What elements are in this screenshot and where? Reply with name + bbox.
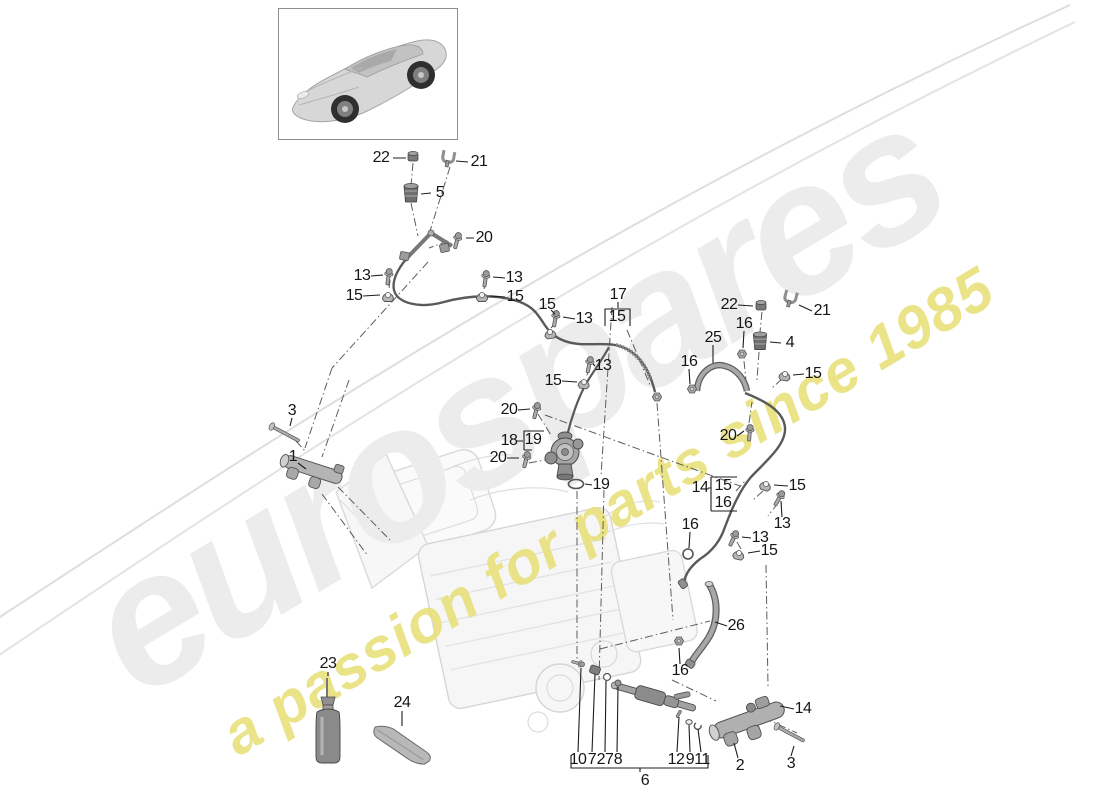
callout-13-d: 13 (594, 357, 612, 374)
callout-1: 1 (288, 448, 298, 465)
callout-13-e: 13 (773, 515, 791, 532)
bracket-14-15-16 (710, 476, 737, 512)
callout-25: 25 (704, 329, 722, 346)
fuel-pipe-26 (684, 581, 720, 669)
vehicle-thumbnail-box (278, 8, 458, 140)
callout-21-b: 21 (813, 302, 831, 319)
construction-lines (295, 162, 798, 734)
swoosh-ribbon (0, 4, 1076, 656)
callout-6: 6 (640, 772, 650, 789)
callout-15-f: 15 (804, 365, 822, 382)
callout-19-b: 19 (592, 476, 610, 493)
callout-11: 11 (694, 751, 710, 768)
callout-15-a: 15 (345, 287, 363, 304)
engine-sketch (335, 449, 698, 733)
callout-3-b: 3 (786, 755, 796, 772)
callout-24: 24 (393, 694, 411, 711)
bracket-group-6 (570, 755, 709, 772)
callout-20-a: 20 (475, 229, 493, 246)
sealant-bottle (315, 678, 341, 764)
callout-15-g: 15 (714, 477, 732, 494)
callout-15-e: 15 (544, 372, 562, 389)
bracket-18-19 (523, 430, 544, 451)
bracket-17-15 (604, 308, 631, 326)
callout-15-d: 15 (608, 308, 626, 325)
callout-12: 12 (667, 751, 685, 768)
leader-lines (289, 157, 813, 759)
callout-16-a: 16 (735, 315, 753, 332)
callout-13-f: 13 (751, 529, 769, 546)
callout-8: 8 (613, 751, 623, 768)
callout-15-i: 15 (760, 542, 778, 559)
o-ring-19 (567, 478, 585, 490)
callout-18: 18 (500, 432, 518, 449)
fuel-line-left (392, 229, 657, 437)
fuel-rail-right (708, 695, 785, 747)
callout-16-d: 16 (681, 516, 699, 533)
callout-26: 26 (727, 617, 745, 634)
callout-20-d: 20 (719, 427, 737, 444)
callout-3-a: 3 (287, 402, 297, 419)
fuel-pipe-25 (693, 361, 751, 392)
high-pressure-pump (544, 431, 584, 481)
callout-9: 9 (685, 751, 695, 768)
callout-27: 27 (596, 751, 614, 768)
callout-4: 4 (785, 334, 795, 351)
callout-7: 7 (587, 751, 597, 768)
callout-17: 17 (609, 286, 627, 303)
ring-16c (682, 548, 694, 560)
callout-15-h: 15 (788, 477, 806, 494)
callout-22-b: 22 (720, 296, 738, 313)
callout-20-c: 20 (489, 449, 507, 466)
callout-13-a: 13 (353, 267, 371, 284)
callout-16-c: 16 (714, 494, 732, 511)
fuel-line-right (677, 391, 787, 590)
callout-14-b: 14 (794, 700, 812, 717)
grease-sleeve (373, 725, 431, 765)
callout-10: 10 (569, 751, 587, 768)
callout-20-b: 20 (500, 401, 518, 418)
callout-21-a: 21 (470, 153, 488, 170)
callout-19-a: 19 (524, 431, 542, 448)
callout-16-e: 16 (671, 662, 689, 679)
callout-2: 2 (735, 757, 745, 774)
callout-23: 23 (319, 655, 337, 672)
callout-5: 5 (435, 184, 445, 201)
callout-22-a: 22 (372, 149, 390, 166)
callout-13-c: 13 (575, 310, 593, 327)
callout-16-b: 16 (680, 353, 698, 370)
callout-13-b: 13 (505, 269, 523, 286)
fuel-rail-left (279, 453, 345, 490)
callout-14-a: 14 (691, 479, 709, 496)
injector-assembly (610, 681, 696, 712)
callout-15-c: 15 (538, 296, 556, 313)
callout-15-b: 15 (506, 288, 524, 305)
vehicle-thumbnail (292, 39, 447, 123)
injector-small-parts (570, 657, 702, 731)
